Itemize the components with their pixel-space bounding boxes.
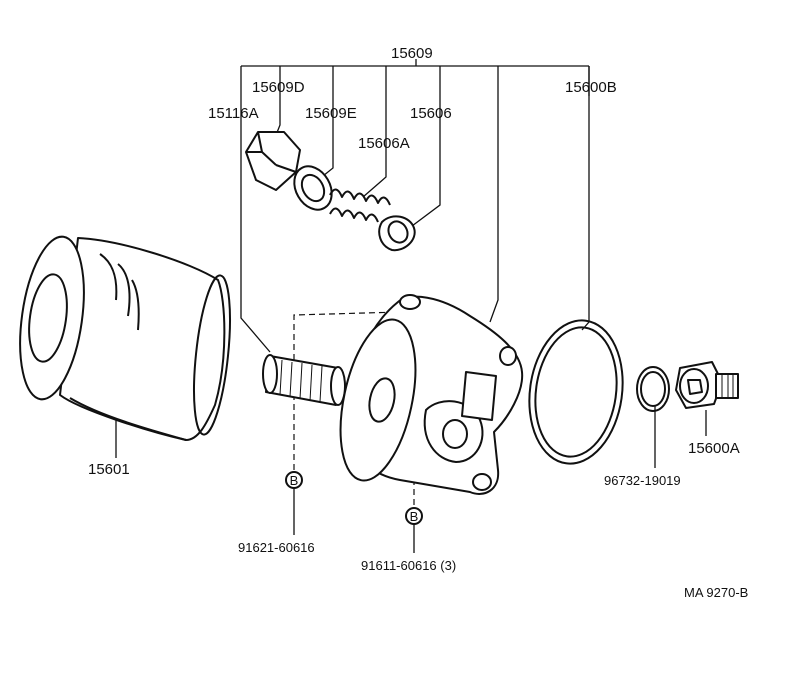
bolt-marker-right: B <box>405 507 423 525</box>
small-gasket-part <box>636 366 670 412</box>
label-91611-60616: 91611-60616 (3) <box>361 558 456 573</box>
label-15600b: 15600B <box>565 79 617 96</box>
bolt-marker-left-letter: B <box>290 473 299 488</box>
threaded-union-part <box>262 354 346 406</box>
oil-cooler-housing-part <box>339 294 524 495</box>
label-15609e: 15609E <box>305 105 357 122</box>
relief-valve-assembly <box>245 131 416 252</box>
label-15609d: 15609D <box>252 79 305 96</box>
label-15116a: 15116A <box>208 105 259 122</box>
label-96732-19019: 96732-19019 <box>604 473 681 488</box>
bolt-marker-right-letter: B <box>410 509 419 524</box>
label-15600a: 15600A <box>688 440 740 457</box>
bolt-marker-left: B <box>285 471 303 489</box>
part-labels: 15609 15609D 15116A 15609E 15606 15606A … <box>88 45 748 600</box>
label-15601: 15601 <box>88 461 130 478</box>
drain-plug-part <box>675 361 739 409</box>
label-15606: 15606 <box>410 105 452 122</box>
figure-code: MA 9270-B <box>684 585 748 600</box>
large-o-ring-part <box>528 319 624 465</box>
oil-filter-part <box>19 235 231 441</box>
label-15606a: 15606A <box>358 135 410 152</box>
label-91621-60616: 91621-60616 <box>238 540 315 555</box>
label-15609: 15609 <box>391 45 433 62</box>
